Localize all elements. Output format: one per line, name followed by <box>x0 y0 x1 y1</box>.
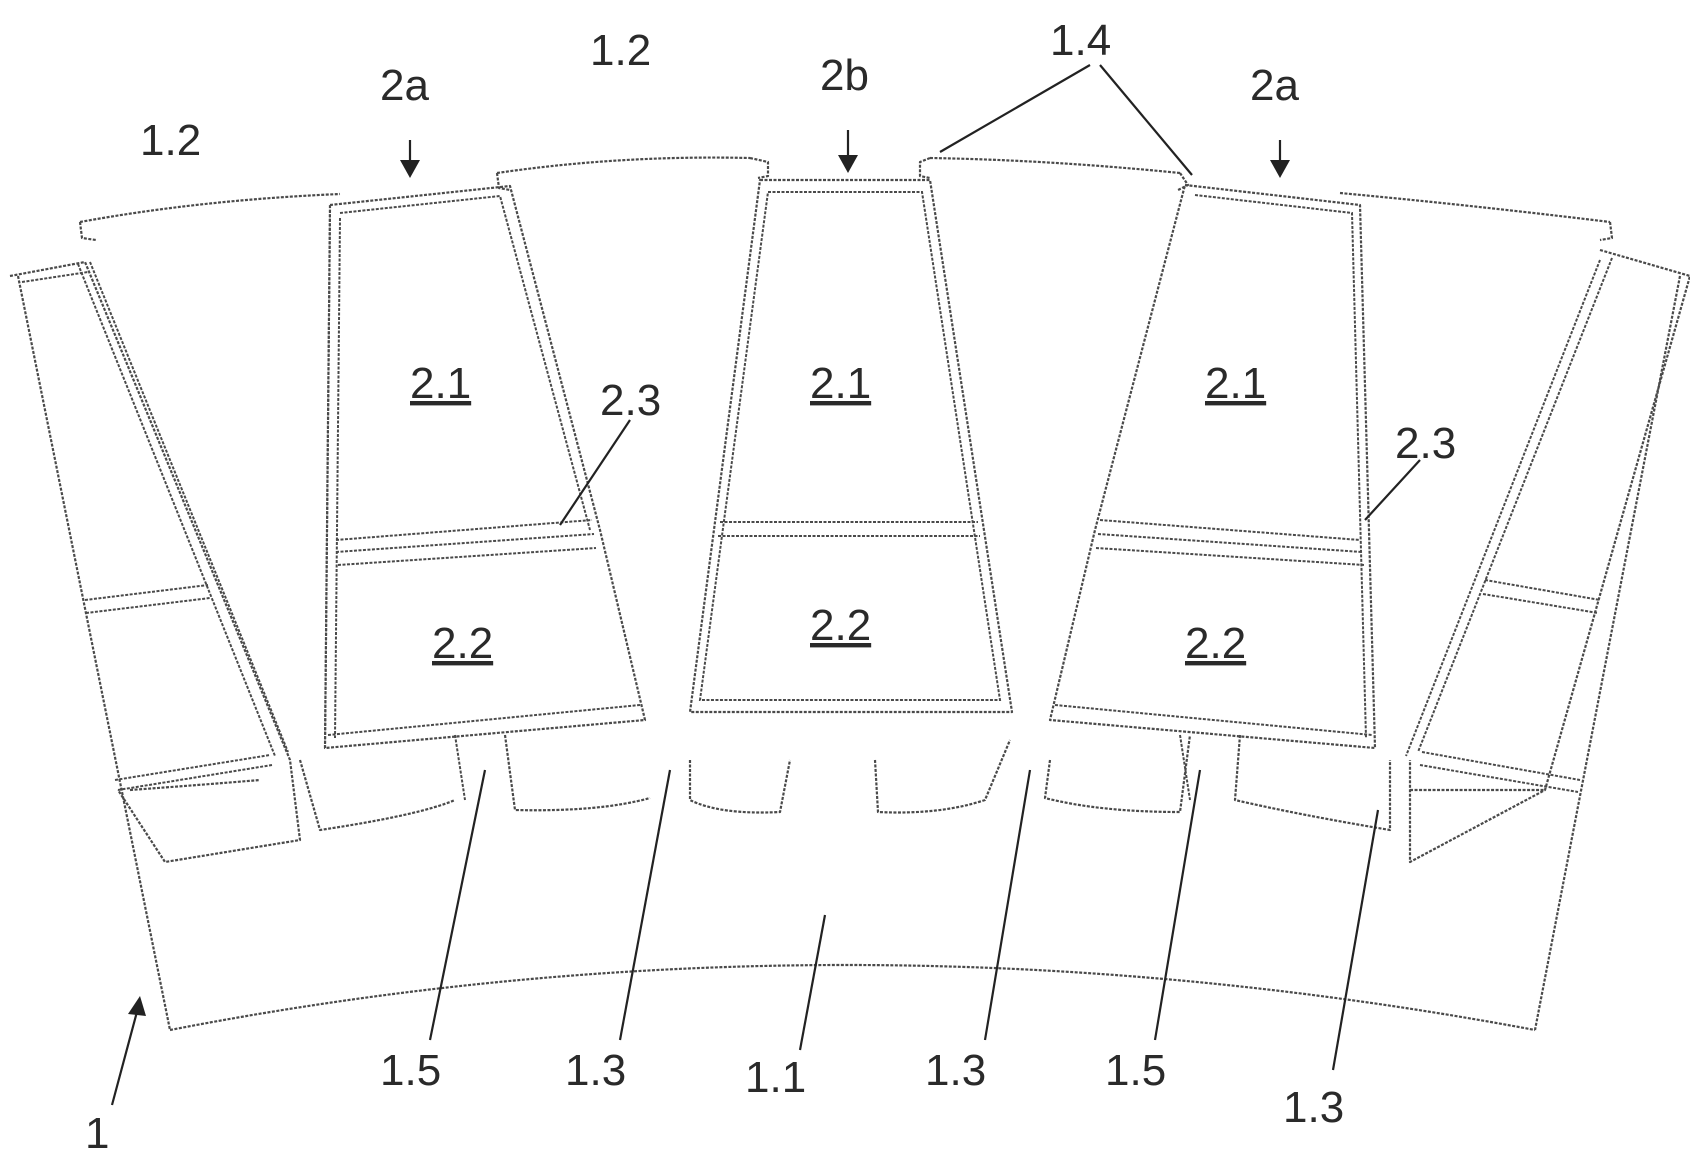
label-2.2-center: 2.2 <box>810 601 871 650</box>
arrow-2b <box>838 155 858 173</box>
label-1.1: 1.1 <box>745 1053 806 1102</box>
label-2.2-right: 2.2 <box>1185 619 1246 668</box>
labels: 1.2 2a 1.2 2b 1.4 2a 2.1 2.1 2.1 2.3 2.3… <box>85 16 1456 1155</box>
label-2.1-right: 2.1 <box>1205 359 1266 408</box>
leader-1.4-b <box>1100 65 1192 175</box>
label-1: 1 <box>85 1109 109 1155</box>
label-1.2-center: 1.2 <box>590 26 651 75</box>
leaders <box>112 65 1420 1105</box>
label-2.1-left: 2.1 <box>410 359 471 408</box>
label-2.3-right: 2.3 <box>1395 419 1456 468</box>
label-1.4: 1.4 <box>1050 16 1111 65</box>
coil-left-partial <box>10 262 300 862</box>
leader-1.1 <box>800 915 825 1050</box>
label-2.3-left: 2.3 <box>600 376 661 425</box>
leader-1.4-a <box>940 65 1090 152</box>
leader-2.3-right <box>1365 460 1420 520</box>
leader-1.5-left <box>430 770 485 1040</box>
label-1.3-right: 1.3 <box>1283 1083 1344 1132</box>
arrow-2a-right <box>1270 160 1290 178</box>
label-1.2-left: 1.2 <box>140 116 201 165</box>
stator-core <box>18 158 1680 1030</box>
arrow-2a-left <box>400 160 420 178</box>
leader-1.3-center <box>985 770 1030 1040</box>
label-2.2-left: 2.2 <box>432 619 493 668</box>
label-2a-right: 2a <box>1250 61 1299 110</box>
label-2a-left: 2a <box>380 61 429 110</box>
label-2b: 2b <box>820 51 869 100</box>
label-1.5-right: 1.5 <box>1105 1046 1166 1095</box>
leader-1.3-left <box>620 770 670 1040</box>
arrow-1 <box>128 996 146 1016</box>
label-1.3-left: 1.3 <box>565 1046 626 1095</box>
label-1.5-left: 1.5 <box>380 1046 441 1095</box>
leader-1 <box>112 1008 138 1105</box>
coil-right-partial <box>1406 250 1690 862</box>
label-1.3-center: 1.3 <box>925 1046 986 1095</box>
label-2.1-center: 2.1 <box>810 359 871 408</box>
leader-1.5-right <box>1155 770 1200 1040</box>
leader-1.3-right <box>1333 810 1378 1070</box>
